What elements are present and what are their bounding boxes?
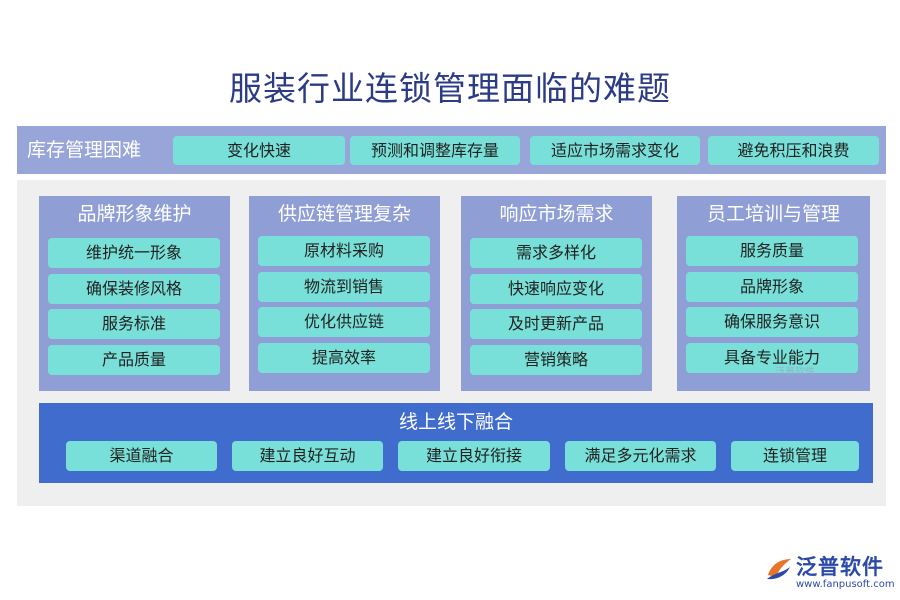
card-item: 确保装修风格 [48, 274, 220, 304]
card-title: 供应链管理复杂 [277, 203, 411, 225]
logo-icon [767, 559, 791, 580]
online-panel-title: 线上线下融合 [398, 411, 513, 433]
card-item: 服务质量 [686, 236, 858, 266]
logo-url: www.fanpusoft.com [796, 579, 895, 590]
card-item: 品牌形象 [686, 272, 858, 302]
card-item: 提高效率 [258, 343, 430, 373]
inventory-label: 库存管理困难 [27, 139, 142, 161]
card-item: 营销策略 [470, 345, 642, 375]
card-item: 产品质量 [48, 345, 220, 375]
page-title: 服装行业连锁管理面临的难题 [229, 69, 671, 108]
logo-name: 泛普软件 [796, 555, 884, 579]
online-offline-panel: 线上线下融合 渠道融合 建立良好互动 建立良好衔接 满足多元化需求 连锁管理 [39, 403, 873, 483]
card-title: 响应市场需求 [499, 203, 614, 225]
card-item: 服务标准 [48, 309, 220, 339]
online-item: 满足多元化需求 [565, 441, 716, 471]
inventory-item: 变化快速 [173, 136, 345, 165]
card-item: 维护统一形象 [48, 238, 220, 268]
inventory-item: 避免积压和浪费 [708, 136, 879, 165]
card-title: 品牌形象维护 [77, 203, 192, 225]
card-item: 物流到销售 [258, 272, 430, 302]
card-market-response: 响应市场需求 需求多样化 快速响应变化 及时更新产品 营销策略 [461, 196, 652, 391]
card-item: 需求多样化 [470, 238, 642, 268]
card-item: 具备专业能力 [686, 343, 858, 373]
online-item: 渠道融合 [66, 441, 217, 471]
card-item: 确保服务意识 [686, 307, 858, 337]
card-item: 及时更新产品 [470, 309, 642, 339]
brand-logo: 泛普软件 www.fanpusoft.com [764, 551, 895, 595]
watermark: 泛普软件 [775, 367, 815, 378]
online-item: 建立良好衔接 [398, 441, 550, 471]
card-brand-image: 品牌形象维护 维护统一形象 确保装修风格 服务标准 产品质量 [39, 196, 230, 391]
card-staff-training: 员工培训与管理 服务质量 品牌形象 确保服务意识 具备专业能力 [677, 196, 870, 391]
inventory-band: 库存管理困难 变化快速 预测和调整库存量 适应市场需求变化 避免积压和浪费 [17, 126, 886, 174]
card-item: 原材料采购 [258, 236, 430, 266]
online-item: 连锁管理 [731, 441, 859, 471]
card-item: 优化供应链 [258, 307, 430, 337]
online-item: 建立良好互动 [232, 441, 383, 471]
card-title: 员工培训与管理 [706, 203, 840, 225]
inventory-item: 预测和调整库存量 [350, 136, 520, 165]
card-item: 快速响应变化 [470, 274, 642, 304]
inventory-item: 适应市场需求变化 [530, 136, 700, 165]
card-supply-chain: 供应链管理复杂 原材料采购 物流到销售 优化供应链 提高效率 [249, 196, 440, 391]
